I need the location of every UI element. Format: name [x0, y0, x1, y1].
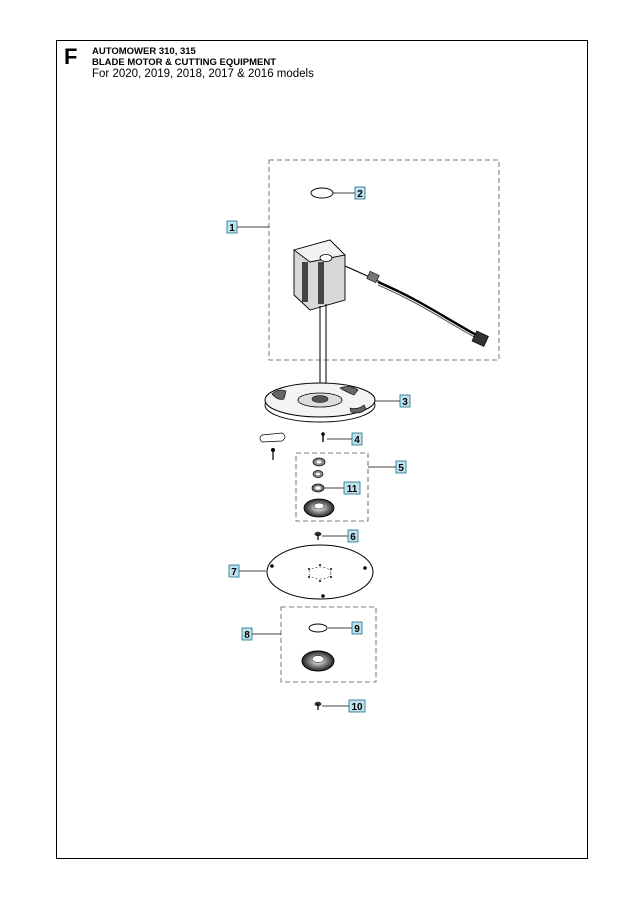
callout-2: 2: [354, 186, 366, 200]
model-title: AUTOMOWER 310, 315: [92, 46, 196, 57]
gear-kit-box: [295, 452, 369, 522]
blade-hub-part: [301, 650, 335, 672]
models-subtitle: For 2020, 2019, 2018, 2017 & 2016 models: [92, 68, 314, 80]
callout-5: 5: [395, 460, 407, 474]
screw-small-part: [321, 432, 325, 442]
callout-5-label: 5: [398, 463, 404, 474]
callout-6: 6: [347, 529, 359, 543]
blade-disc-part: [266, 544, 374, 600]
blade-motor-part: [292, 239, 489, 395]
callout-3: 3: [399, 394, 411, 408]
callout-7: 7: [228, 564, 240, 578]
callout-4-label: 4: [354, 435, 360, 446]
callout-3-label: 3: [402, 397, 408, 408]
leader-lines: [237, 192, 400, 707]
ring-part-9: [308, 623, 328, 633]
callout-8: 8: [241, 627, 253, 641]
callout-9: 9: [351, 621, 363, 635]
callout-1-label: 1: [229, 223, 235, 234]
callout-8-label: 8: [244, 630, 250, 641]
section-letter: F: [64, 44, 78, 69]
screw-part-10: [314, 701, 322, 710]
callout-10-label: 10: [351, 702, 363, 713]
screw-part-6: [314, 531, 322, 540]
callout-4: 4: [351, 432, 363, 446]
disc-plate-part: [264, 382, 376, 423]
motor-assembly-box: [268, 159, 500, 361]
callout-11: 11: [343, 481, 361, 495]
page-frame: [56, 40, 588, 859]
callout-10: 10: [348, 699, 366, 713]
blade-kit-box: [280, 606, 377, 683]
assembly-title: BLADE MOTOR & CUTTING EQUIPMENT: [92, 57, 277, 68]
callout-1: 1: [226, 220, 238, 234]
callout-6-label: 6: [350, 532, 356, 543]
o-ring-part: [310, 187, 334, 199]
callout-9-label: 9: [354, 624, 360, 635]
callout-2-label: 2: [357, 189, 363, 200]
bracket-and-screw-part: [259, 432, 286, 460]
callout-11-label: 11: [347, 484, 358, 495]
gear-kit-parts: [303, 457, 335, 518]
callout-7-label: 7: [231, 567, 237, 578]
